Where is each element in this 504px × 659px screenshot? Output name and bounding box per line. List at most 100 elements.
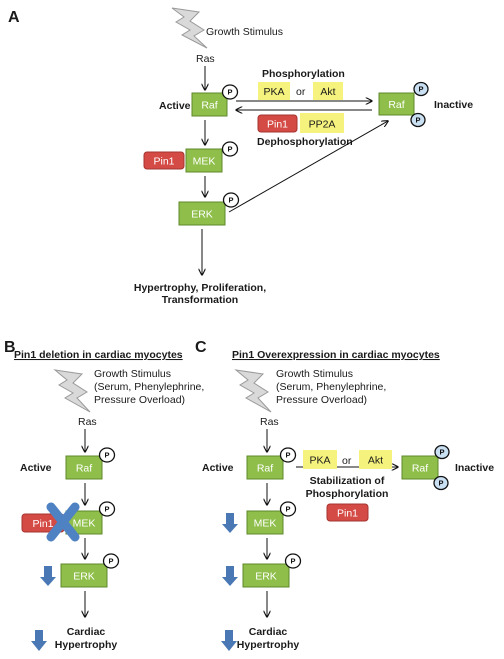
b-active-label: Active: [20, 462, 52, 474]
svg-text:P: P: [104, 451, 109, 460]
b-mek-node: MEK: [65, 510, 103, 535]
phosphate-circle-icon: P: [434, 444, 450, 460]
svg-text:Raf: Raf: [412, 463, 428, 475]
c-raf-inactive-node: Raf: [401, 455, 439, 480]
svg-text:Raf: Raf: [388, 99, 404, 111]
svg-text:Raf: Raf: [76, 463, 92, 475]
mek-node: MEK: [185, 148, 223, 173]
svg-text:P: P: [285, 451, 290, 460]
inactive-label: Inactive: [434, 99, 473, 111]
lightning-bolt-icon: [53, 369, 91, 413]
down-arrow-icon: [40, 566, 56, 586]
svg-text:P: P: [438, 479, 443, 488]
dephosphorylation-label: Dephosphorylation: [257, 136, 353, 148]
phosphate-circle-icon: P: [98, 501, 116, 517]
panel-b-heading: Pin1 deletion in cardiac myocytes: [14, 349, 183, 361]
akt-box: Akt: [313, 82, 343, 100]
svg-text:P: P: [227, 88, 232, 97]
svg-text:MEK: MEK: [254, 518, 277, 530]
c-ras-label: Ras: [260, 416, 279, 428]
lightning-bolt-icon: [234, 369, 272, 413]
phosphorylation-label: Phosphorylation: [262, 68, 345, 80]
phosphate-circle-icon: P: [102, 553, 120, 569]
svg-text:Pin1: Pin1: [267, 119, 288, 131]
raf-node: Raf: [191, 92, 228, 117]
phosphate-circle-icon: P: [279, 501, 297, 517]
c-pin1-box: Pin1: [326, 503, 369, 522]
down-arrow-icon: [221, 630, 237, 651]
b-stimulus-line1: Growth Stimulus: [94, 368, 171, 380]
panel-b-letter: B: [4, 339, 16, 356]
erk-node: ERK: [178, 201, 226, 226]
phosphate-circle-icon: P: [221, 141, 239, 157]
phosphate-circle-icon: P: [433, 475, 449, 491]
svg-text:P: P: [415, 116, 420, 125]
down-arrow-icon: [31, 630, 47, 651]
c-pka-box: PKA: [303, 450, 337, 469]
pp2a-box: PP2A: [300, 113, 344, 133]
growth-stimulus-label: Growth Stimulus: [206, 26, 283, 38]
c-stimulus-line1: Growth Stimulus: [276, 368, 353, 380]
phosphate-circle-icon: P: [222, 192, 240, 208]
svg-text:Akt: Akt: [320, 86, 335, 98]
svg-text:PKA: PKA: [263, 86, 284, 98]
b-outcome-line1: Cardiac: [67, 626, 106, 638]
svg-text:MEK: MEK: [73, 518, 96, 530]
phosphate-circle-icon: P: [221, 84, 239, 100]
down-arrow-icon: [222, 513, 238, 533]
panel-a-letter: A: [8, 9, 20, 26]
c-outcome-line1: Cardiac: [249, 626, 288, 638]
svg-text:MEK: MEK: [193, 156, 216, 168]
phosphate-circle-icon: P: [413, 81, 429, 97]
b-outcome-line2: Hypertrophy: [55, 639, 118, 651]
pin1-box: Pin1: [143, 151, 185, 170]
svg-text:PP2A: PP2A: [309, 119, 336, 131]
b-erk-node: ERK: [60, 563, 108, 588]
c-raf-node: Raf: [246, 455, 284, 480]
c-stabilization-line2: Phosphorylation: [306, 488, 389, 500]
down-arrow-icon: [222, 566, 238, 586]
or-label: or: [296, 86, 306, 98]
svg-text:Raf: Raf: [257, 463, 273, 475]
svg-text:PKA: PKA: [309, 455, 330, 467]
c-active-label: Active: [202, 462, 234, 474]
raf-label: Raf: [201, 100, 217, 112]
svg-text:P: P: [108, 557, 113, 566]
c-stimulus-line2: (Serum, Phenylephrine,: [276, 381, 386, 393]
pin1-box-dephospho: Pin1: [257, 114, 298, 133]
c-outcome-line2: Hypertrophy: [237, 639, 300, 651]
ras-label: Ras: [196, 53, 215, 65]
svg-text:P: P: [290, 557, 295, 566]
svg-text:Pin1: Pin1: [32, 518, 53, 530]
svg-text:ERK: ERK: [73, 571, 95, 583]
b-raf-node: Raf: [65, 455, 103, 480]
phosphate-circle-icon: P: [98, 447, 116, 463]
c-or-label: or: [342, 455, 352, 467]
svg-text:ERK: ERK: [191, 209, 213, 221]
c-inactive-label: Inactive: [455, 462, 494, 474]
svg-text:P: P: [439, 448, 444, 457]
c-akt-box: Akt: [359, 450, 392, 469]
c-mek-node: MEK: [246, 510, 284, 535]
svg-text:Pin1: Pin1: [153, 156, 174, 168]
lightning-bolt-icon: [171, 7, 208, 49]
outcome-line2: Transformation: [162, 294, 238, 306]
svg-text:ERK: ERK: [255, 571, 277, 583]
active-label: Active: [159, 100, 191, 112]
svg-text:P: P: [227, 145, 232, 154]
svg-text:P: P: [418, 85, 423, 94]
svg-text:Pin1: Pin1: [337, 508, 358, 520]
raf-inactive-node: Raf: [378, 92, 415, 116]
c-stabilization-line1: Stabilization of: [310, 475, 385, 487]
b-stimulus-line2: (Serum, Phenylephrine,: [94, 381, 204, 393]
panel-c-letter: C: [195, 339, 207, 356]
svg-text:P: P: [104, 505, 109, 514]
arrow-erk-raf-feedback: [228, 121, 388, 213]
x-cross-icon: [46, 502, 80, 542]
svg-text:Akt: Akt: [368, 455, 383, 467]
panel-c-heading: Pin1 Overexpression in cardiac myocytes: [232, 349, 440, 361]
b-stimulus-line3: Pressure Overload): [94, 394, 185, 406]
b-ras-label: Ras: [78, 416, 97, 428]
c-erk-node: ERK: [242, 563, 290, 588]
